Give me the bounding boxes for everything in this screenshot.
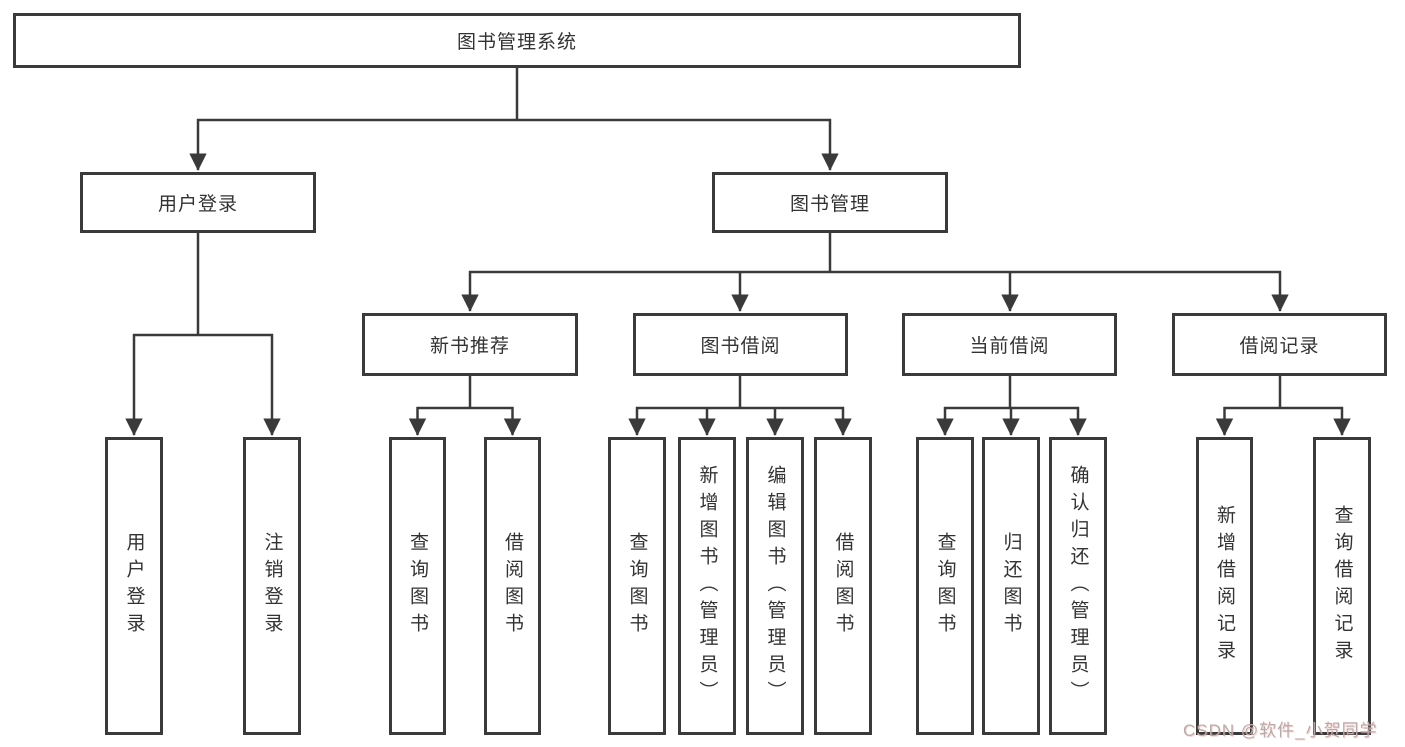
node-label: 查询图书 bbox=[407, 532, 428, 640]
node-label: 用户登录 bbox=[123, 532, 145, 640]
node-label: 查询图书 bbox=[626, 532, 648, 640]
node-label: 注销登录 bbox=[261, 532, 283, 640]
leaf-user-login: 用户登录 bbox=[105, 437, 163, 735]
node-label: 查询图书 bbox=[934, 532, 956, 640]
node-label: 借阅记录 bbox=[1239, 336, 1320, 357]
leaf-query-books-recommend: 查询图书 bbox=[389, 437, 446, 735]
node-user-login-group: 用户登录 bbox=[80, 172, 316, 233]
leaf-query-borrow-record: 查询借阅记录 bbox=[1313, 437, 1371, 735]
leaf-return-books: 归还图书 bbox=[982, 437, 1040, 735]
leaf-logout: 注销登录 bbox=[243, 437, 301, 735]
node-label: 借阅图书 bbox=[502, 532, 523, 640]
node-label: 图书管理系统 bbox=[456, 32, 577, 53]
node-book-borrow: 图书借阅 bbox=[633, 313, 848, 376]
node-current-borrow: 当前借阅 bbox=[902, 313, 1117, 376]
node-label: 确认归还（管理员） bbox=[1067, 464, 1089, 708]
node-label: 用户登录 bbox=[157, 194, 238, 215]
node-borrow-records: 借阅记录 bbox=[1172, 313, 1387, 376]
csdn-watermark: CSDN @软件_小贺同学 bbox=[1183, 721, 1378, 740]
leaf-add-borrow-record: 新增借阅记录 bbox=[1196, 437, 1253, 735]
node-label: 图书借阅 bbox=[700, 336, 781, 357]
leaf-borrow-books: 借阅图书 bbox=[814, 437, 872, 735]
node-label: 借阅图书 bbox=[832, 532, 854, 640]
node-book-management: 图书管理 bbox=[712, 172, 948, 233]
leaf-edit-books-admin: 编辑图书（管理员） bbox=[746, 437, 804, 735]
leaf-query-books-borrow: 查询图书 bbox=[608, 437, 666, 735]
node-label: 图书管理 bbox=[789, 194, 870, 215]
leaf-query-books-current: 查询图书 bbox=[916, 437, 974, 735]
node-label: 新增借阅记录 bbox=[1214, 505, 1235, 667]
node-label: 当前借阅 bbox=[969, 336, 1050, 357]
node-label: 编辑图书（管理员） bbox=[764, 464, 786, 708]
node-library-management-system: 图书管理系统 bbox=[13, 13, 1021, 68]
node-label: 新书推荐 bbox=[429, 336, 510, 357]
node-label: 新增图书（管理员） bbox=[696, 464, 718, 708]
node-label: 查询借阅记录 bbox=[1331, 505, 1353, 667]
node-label: 归还图书 bbox=[1000, 532, 1022, 640]
leaf-add-books-admin: 新增图书（管理员） bbox=[678, 437, 736, 735]
leaf-confirm-return-admin: 确认归还（管理员） bbox=[1049, 437, 1107, 735]
node-new-book-recommend: 新书推荐 bbox=[362, 313, 578, 376]
leaf-borrow-books-recommend: 借阅图书 bbox=[484, 437, 541, 735]
